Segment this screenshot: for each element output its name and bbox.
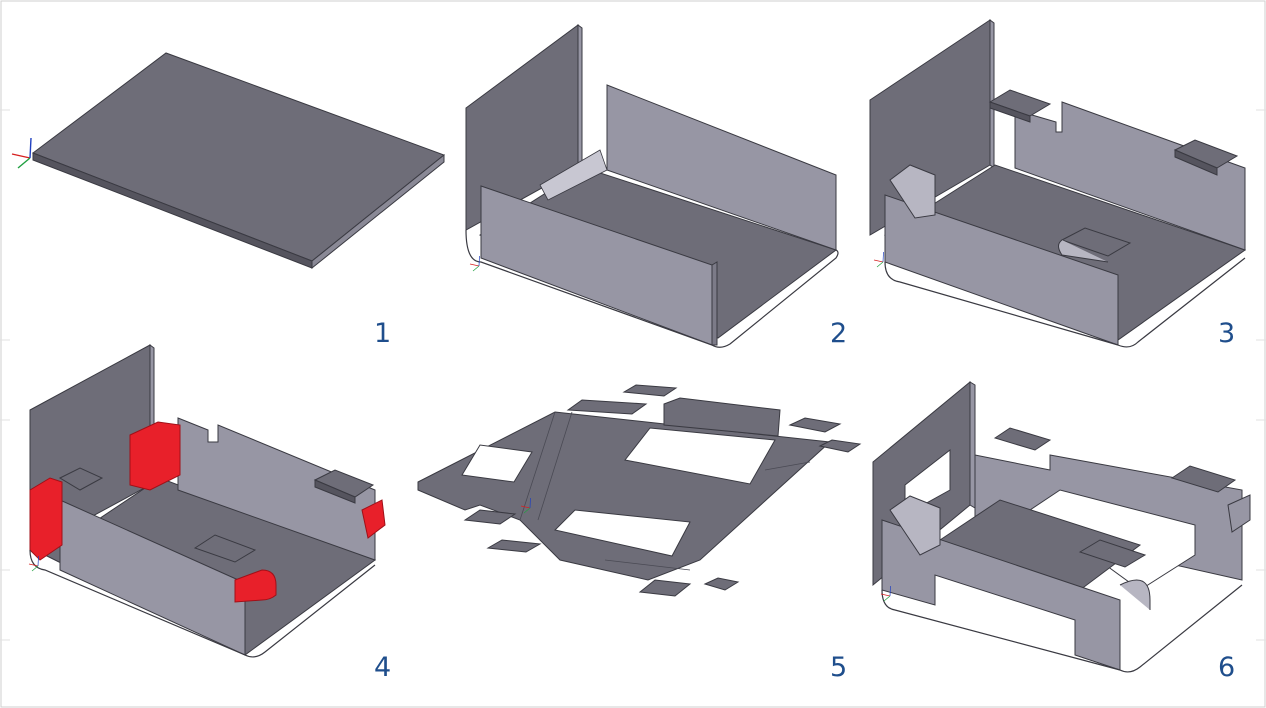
panel-6-folded-box: [872, 380, 1251, 673]
highlighted-bend-right: [361, 499, 386, 539]
step-label-6: 6: [1218, 652, 1235, 683]
panel-5-flat-pattern: [417, 384, 862, 597]
highlighted-bend-left: [29, 477, 63, 561]
panel-2-u-channel: [465, 24, 839, 348]
panel-1-flat-blank: [11, 52, 446, 270]
step-label-1: 1: [374, 318, 391, 349]
step-label-2: 2: [830, 318, 847, 349]
cutout-small: [461, 444, 533, 483]
step-label-3: 3: [1218, 318, 1235, 349]
cutout-large-bottom: [554, 509, 691, 557]
cutout-large-top: [624, 427, 776, 485]
bend-lines: [519, 411, 811, 571]
highlighted-bend-front: [234, 569, 277, 603]
background-grid-ticks: [0, 109, 1266, 641]
highlighted-bend-back: [129, 421, 181, 491]
panel-4-highlighted-bends: [28, 344, 386, 658]
axis-triad-icon: [469, 255, 480, 272]
panel-3-channel-with-tabs: [869, 19, 1247, 348]
axis-triad-icon: [873, 251, 884, 268]
step-label-5: 5: [830, 652, 847, 683]
step-label-4: 4: [374, 652, 391, 683]
axis-triad-icon: [11, 137, 32, 169]
